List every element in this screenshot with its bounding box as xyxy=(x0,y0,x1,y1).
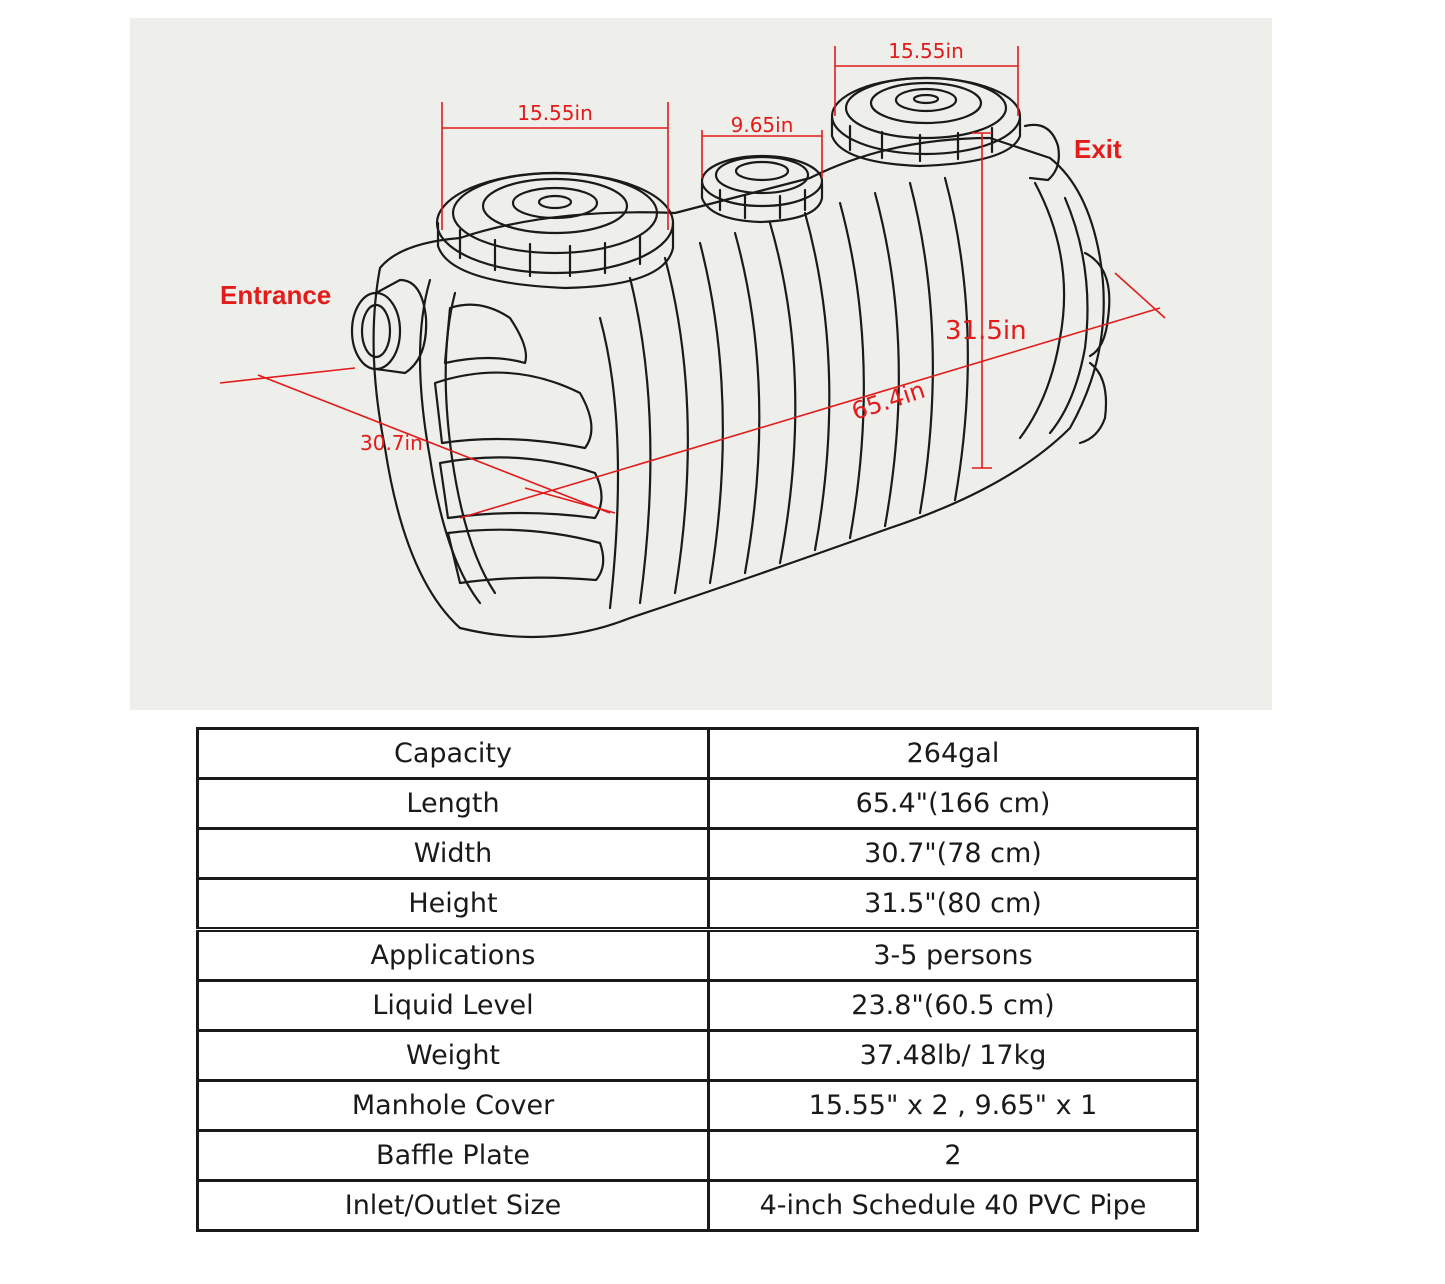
spec-label: Weight xyxy=(196,1029,710,1082)
dim-left-cover: 15.55in xyxy=(517,101,593,125)
spec-label: Liquid Level xyxy=(196,979,710,1032)
spec-value: 31.5"(80 cm) xyxy=(707,877,1199,931)
spec-value: 4-inch Schedule 40 PVC Pipe xyxy=(707,1179,1199,1232)
right-manhole-cover xyxy=(830,76,1022,168)
spec-label: Capacity xyxy=(196,727,710,780)
spec-table: Capacity 264gal Length 65.4"(166 cm) Wid… xyxy=(196,727,1199,1232)
spec-label: Height xyxy=(196,877,710,931)
table-row: Height 31.5"(80 cm) xyxy=(196,877,1199,931)
dim-right-cover: 15.55in xyxy=(888,39,964,63)
spec-value: 15.55" x 2 , 9.65" x 1 xyxy=(707,1079,1199,1132)
spec-label: Length xyxy=(196,777,710,830)
tank-drawing: 15.55in 9.65in 15.55in 31.5in 65.4in 30.… xyxy=(219,39,1166,639)
dim-length: 65.4in xyxy=(848,376,928,426)
table-row: Width 30.7"(78 cm) xyxy=(196,827,1199,880)
table-row: Liquid Level 23.8"(60.5 cm) xyxy=(196,979,1199,1032)
spec-value: 37.48lb/ 17kg xyxy=(707,1029,1199,1082)
table-row: Capacity 264gal xyxy=(196,727,1199,780)
tank-outline xyxy=(350,76,1111,639)
dim-width: 30.7in xyxy=(360,431,423,455)
table-row: Manhole Cover 15.55" x 2 , 9.65" x 1 xyxy=(196,1079,1199,1132)
dim-middle-cover: 9.65in xyxy=(731,113,794,137)
spec-label: Inlet/Outlet Size xyxy=(196,1179,710,1232)
outlet-pipe xyxy=(1023,123,1060,182)
middle-manhole-cover xyxy=(700,154,824,224)
spec-label: Baffle Plate xyxy=(196,1129,710,1182)
spec-value: 23.8"(60.5 cm) xyxy=(707,979,1199,1032)
table-row: Weight 37.48lb/ 17kg xyxy=(196,1029,1199,1082)
table-row: Length 65.4"(166 cm) xyxy=(196,777,1199,830)
table-row: Applications 3-5 persons xyxy=(196,927,1199,982)
table-row: Inlet/Outlet Size 4-inch Schedule 40 PVC… xyxy=(196,1179,1199,1232)
spec-label: Width xyxy=(196,827,710,880)
dimension-lines xyxy=(219,46,1166,519)
spec-value: 2 xyxy=(707,1129,1199,1182)
left-manhole-cover xyxy=(435,171,675,290)
spec-value: 65.4"(166 cm) xyxy=(707,777,1199,830)
exit-label: Exit xyxy=(1074,134,1122,164)
dim-height: 31.5in xyxy=(945,316,1027,346)
spec-value: 30.7"(78 cm) xyxy=(707,827,1199,880)
spec-value: 3-5 persons xyxy=(707,927,1199,982)
table-row: Baffle Plate 2 xyxy=(196,1129,1199,1182)
dimension-labels: 15.55in 9.65in 15.55in 31.5in 65.4in 30.… xyxy=(220,39,1122,455)
spec-value: 264gal xyxy=(707,727,1199,780)
tank-diagram: 15.55in 9.65in 15.55in 31.5in 65.4in 30.… xyxy=(130,18,1272,710)
spec-label: Manhole Cover xyxy=(196,1079,710,1132)
spec-label: Applications xyxy=(196,927,710,982)
tank-body xyxy=(372,136,1105,639)
entrance-label: Entrance xyxy=(220,280,331,310)
